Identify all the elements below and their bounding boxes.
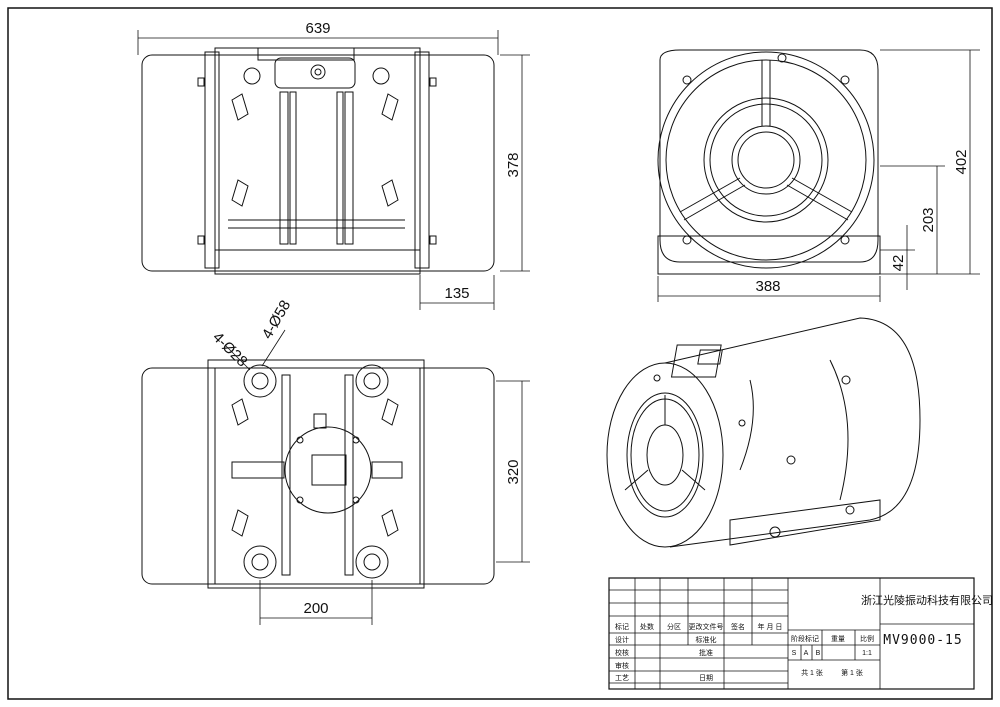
- dim-side-height: 402: [953, 149, 970, 174]
- tb-label-approve: 批准: [699, 648, 713, 657]
- tb-label-scale: 比例: [860, 634, 874, 643]
- isometric-view: [606, 317, 921, 548]
- dim-bottom-spacing: 200: [303, 600, 328, 617]
- tb-label-zone: 分区: [667, 622, 681, 631]
- model-number: MV9000-15: [883, 633, 962, 648]
- tb-stage-s: S: [792, 650, 797, 657]
- title-block: [608, 577, 975, 690]
- side-view-dimensions: [657, 49, 980, 302]
- title-block-labels: 标记 处数 分区 更改文件号 签名 年 月 日 设计 标准化 校核 批准 审核 …: [615, 622, 874, 682]
- tb-label-process: 工艺: [615, 674, 629, 682]
- side-view: [657, 49, 881, 275]
- company-name: 浙江光陵振动科技有限公司: [861, 593, 993, 607]
- tb-total-sheets: 共 1 张: [801, 668, 823, 677]
- tb-label-mark: 标记: [615, 622, 629, 631]
- dim-top-width: 639: [305, 20, 330, 37]
- dim-side-width: 388: [755, 278, 780, 295]
- tb-label-date2: 日期: [699, 674, 713, 682]
- tb-label-review: 审核: [615, 661, 629, 670]
- dim-hole-large: 4-Ø58: [259, 297, 295, 342]
- tb-label-standard: 标准化: [696, 635, 717, 644]
- tb-stage-b: B: [816, 650, 821, 657]
- dim-side-base: 42: [890, 255, 907, 272]
- top-view: [141, 47, 495, 275]
- bottom-view-dimensions: [224, 329, 530, 625]
- dim-side-center: 203: [920, 207, 937, 232]
- tb-label-count: 处数: [640, 622, 654, 631]
- top-view-dimensions: [137, 30, 530, 310]
- tb-label-date: 年 月 日: [758, 622, 783, 631]
- dim-top-offset: 135: [444, 285, 469, 302]
- tb-label-check: 校核: [615, 648, 629, 657]
- tb-label-design: 设计: [615, 635, 629, 644]
- dim-hole-small: 4-Ø28: [209, 329, 251, 371]
- drawing-border: [7, 7, 993, 700]
- tb-label-stage: 阶段标记: [791, 634, 819, 643]
- tb-label-change-doc: 更改文件号: [689, 622, 724, 631]
- tb-stage-a: A: [804, 650, 809, 657]
- bottom-view: [141, 359, 495, 589]
- tb-label-signature: 签名: [731, 622, 745, 631]
- dim-top-height: 378: [505, 152, 522, 177]
- tb-scale-value: 1:1: [862, 650, 872, 657]
- tb-sheet-number: 第 1 张: [841, 668, 863, 677]
- tb-label-weight: 重量: [831, 635, 845, 643]
- dim-bottom-height: 320: [505, 459, 522, 484]
